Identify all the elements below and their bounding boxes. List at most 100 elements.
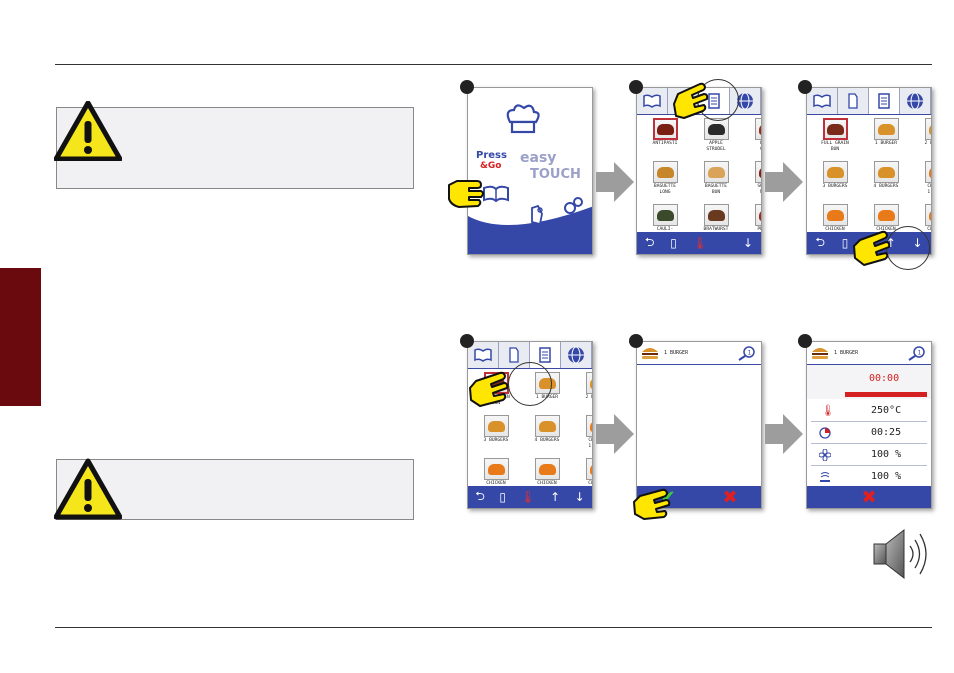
menu-item-label: BAGUETTE BUN: [704, 184, 728, 195]
back-icon[interactable]: ⮌: [475, 488, 485, 503]
magnifier-icon[interactable]: 1: [907, 345, 927, 361]
menu-item-label: BAGUETTE LONG: [653, 184, 677, 195]
arrow-right-icon: [596, 414, 634, 454]
menu-item-label: CHICKEN 1 PIECE: [588, 438, 592, 449]
menu-item-label: APPLE STRUDEL: [706, 141, 726, 152]
food-thumbnail: [585, 372, 592, 394]
back-icon[interactable]: ⮌: [815, 234, 825, 249]
param-row-time[interactable]: 00:25: [811, 422, 927, 444]
food-thumbnail: [924, 161, 931, 183]
menu-item[interactable]: BAGUETTE LONG: [641, 161, 689, 201]
step-marker-5: [629, 334, 643, 348]
warning-box-1: [54, 101, 414, 189]
menu-item-label: PRETZEL: [757, 227, 761, 232]
progress-bar: [845, 392, 927, 397]
tab-categories[interactable]: [838, 88, 869, 114]
menu-item[interactable]: APPLE STRUDEL: [692, 118, 740, 158]
list-icon: [878, 93, 890, 109]
menu-item[interactable]: SUPPLE- MENTS: [743, 161, 761, 201]
arrow-down-icon[interactable]: ↓: [743, 236, 754, 250]
speaker-icon: [873, 528, 927, 580]
timer-value: 00:00: [869, 373, 900, 384]
menu-item[interactable]: PRETZEL: [743, 204, 761, 244]
tab-list[interactable]: [869, 88, 900, 114]
screen-6-cooking: 1 BURGER 1 00:00 🌡 250°C 00:25 100 % 100…: [806, 341, 932, 509]
food-image: [707, 166, 725, 178]
menu-item[interactable]: 2 BURGERS: [913, 118, 931, 158]
menu-item[interactable]: 3 BURGERS: [472, 415, 520, 455]
menu-item[interactable]: 4 BURGERS: [862, 161, 910, 201]
home-background: Press &Go easy TOUCH: [468, 104, 592, 254]
menu-item[interactable]: 4 BURGERS: [523, 415, 571, 455]
step-marker-3: [798, 80, 812, 94]
pointing-hand-icon: [673, 82, 709, 119]
menu-item[interactable]: 3 BURGERS: [811, 161, 859, 201]
burger-icon: [812, 348, 828, 359]
menu-item[interactable]: FULL GRAIN BUN: [811, 118, 859, 158]
globe-icon: [568, 346, 584, 364]
food-image: [758, 123, 761, 135]
food-thumbnail: [924, 204, 931, 226]
arrow-up-icon[interactable]: ↑: [550, 490, 561, 504]
magnifier-icon[interactable]: 1: [737, 345, 757, 361]
screen-6-header: 1 BURGER 1: [807, 342, 931, 365]
thermometer-icon[interactable]: 🌡: [692, 236, 708, 250]
tab-categories[interactable]: [499, 342, 530, 368]
menu-item[interactable]: BAKED GOODS: [743, 118, 761, 158]
menu-item-label: 2 BURGERS: [924, 141, 931, 146]
menu-item[interactable]: 2 BURGERS: [574, 372, 592, 412]
book-star-icon: [474, 348, 492, 362]
menu-item[interactable]: 1 BURGER: [862, 118, 910, 158]
fan-value: 100 %: [871, 449, 902, 460]
menu-item[interactable]: ANTIPASTI: [641, 118, 689, 158]
food-image: [656, 166, 674, 178]
menu-item[interactable]: CHICKEN 1 PIECE: [913, 161, 931, 201]
timer-area: 00:00: [807, 365, 931, 399]
food-thumbnail: [754, 118, 761, 140]
book-star-icon: [643, 94, 661, 108]
tab-favourites[interactable]: [637, 88, 668, 114]
food-thumbnail: [534, 458, 560, 480]
menu-item[interactable]: BAGUETTE BUN: [692, 161, 740, 201]
food-thumbnail: [754, 204, 761, 226]
cancel-x-icon[interactable]: ✖: [722, 486, 738, 508]
thermometer-icon[interactable]: 🌡: [520, 490, 536, 504]
tab-globe[interactable]: [900, 88, 931, 114]
food-image: [538, 463, 556, 475]
book-edit-icon[interactable]: ▯: [670, 236, 677, 250]
book-edit-icon[interactable]: ▯: [499, 490, 506, 504]
pointing-hand-icon: [448, 180, 484, 208]
menu-item[interactable]: CHICKEN 1 PIECE: [574, 415, 592, 455]
tab-globe[interactable]: [561, 342, 592, 368]
tab-globe[interactable]: [730, 88, 761, 114]
food-thumbnail: [703, 204, 729, 226]
screen-2-bottombar: ⮌ ▯ 🌡 · ↓: [637, 232, 761, 254]
globe-icon: [907, 92, 923, 110]
highlight-circle: [508, 362, 552, 406]
param-row-humidity[interactable]: 100 %: [811, 466, 927, 487]
menu-item-label: 3 BURGERS: [822, 184, 848, 189]
tab-favourites[interactable]: [807, 88, 838, 114]
svg-text:1: 1: [748, 350, 752, 357]
menu-item[interactable]: CHICKEN 2 PIECES: [472, 458, 520, 498]
arrow-down-icon[interactable]: ↓: [574, 490, 585, 504]
warning-icon: [54, 458, 122, 520]
param-row-fan[interactable]: 100 %: [811, 444, 927, 466]
menu-item[interactable]: BRATWURST: [692, 204, 740, 244]
back-icon[interactable]: ⮌: [644, 234, 655, 249]
globe-icon: [737, 92, 753, 110]
food-thumbnail: [652, 204, 678, 226]
temperature-value: 250°C: [871, 405, 902, 416]
menu-item-label: CHICKEN 1 PIECE: [927, 184, 931, 195]
book-edit-icon[interactable]: ▯: [841, 236, 849, 250]
food-thumbnail: [703, 161, 729, 183]
menu-item-label: FULL GRAIN BUN: [821, 141, 849, 152]
food-image: [928, 123, 931, 135]
cancel-x-icon[interactable]: ✖: [861, 486, 877, 508]
food-thumbnail: [873, 161, 899, 183]
param-row-temperature[interactable]: 🌡 250°C: [811, 400, 927, 422]
steam-icon: [820, 471, 830, 482]
food-image: [487, 420, 505, 432]
tab-favourites[interactable]: [468, 342, 499, 368]
chef-hat-icon: [506, 104, 540, 134]
